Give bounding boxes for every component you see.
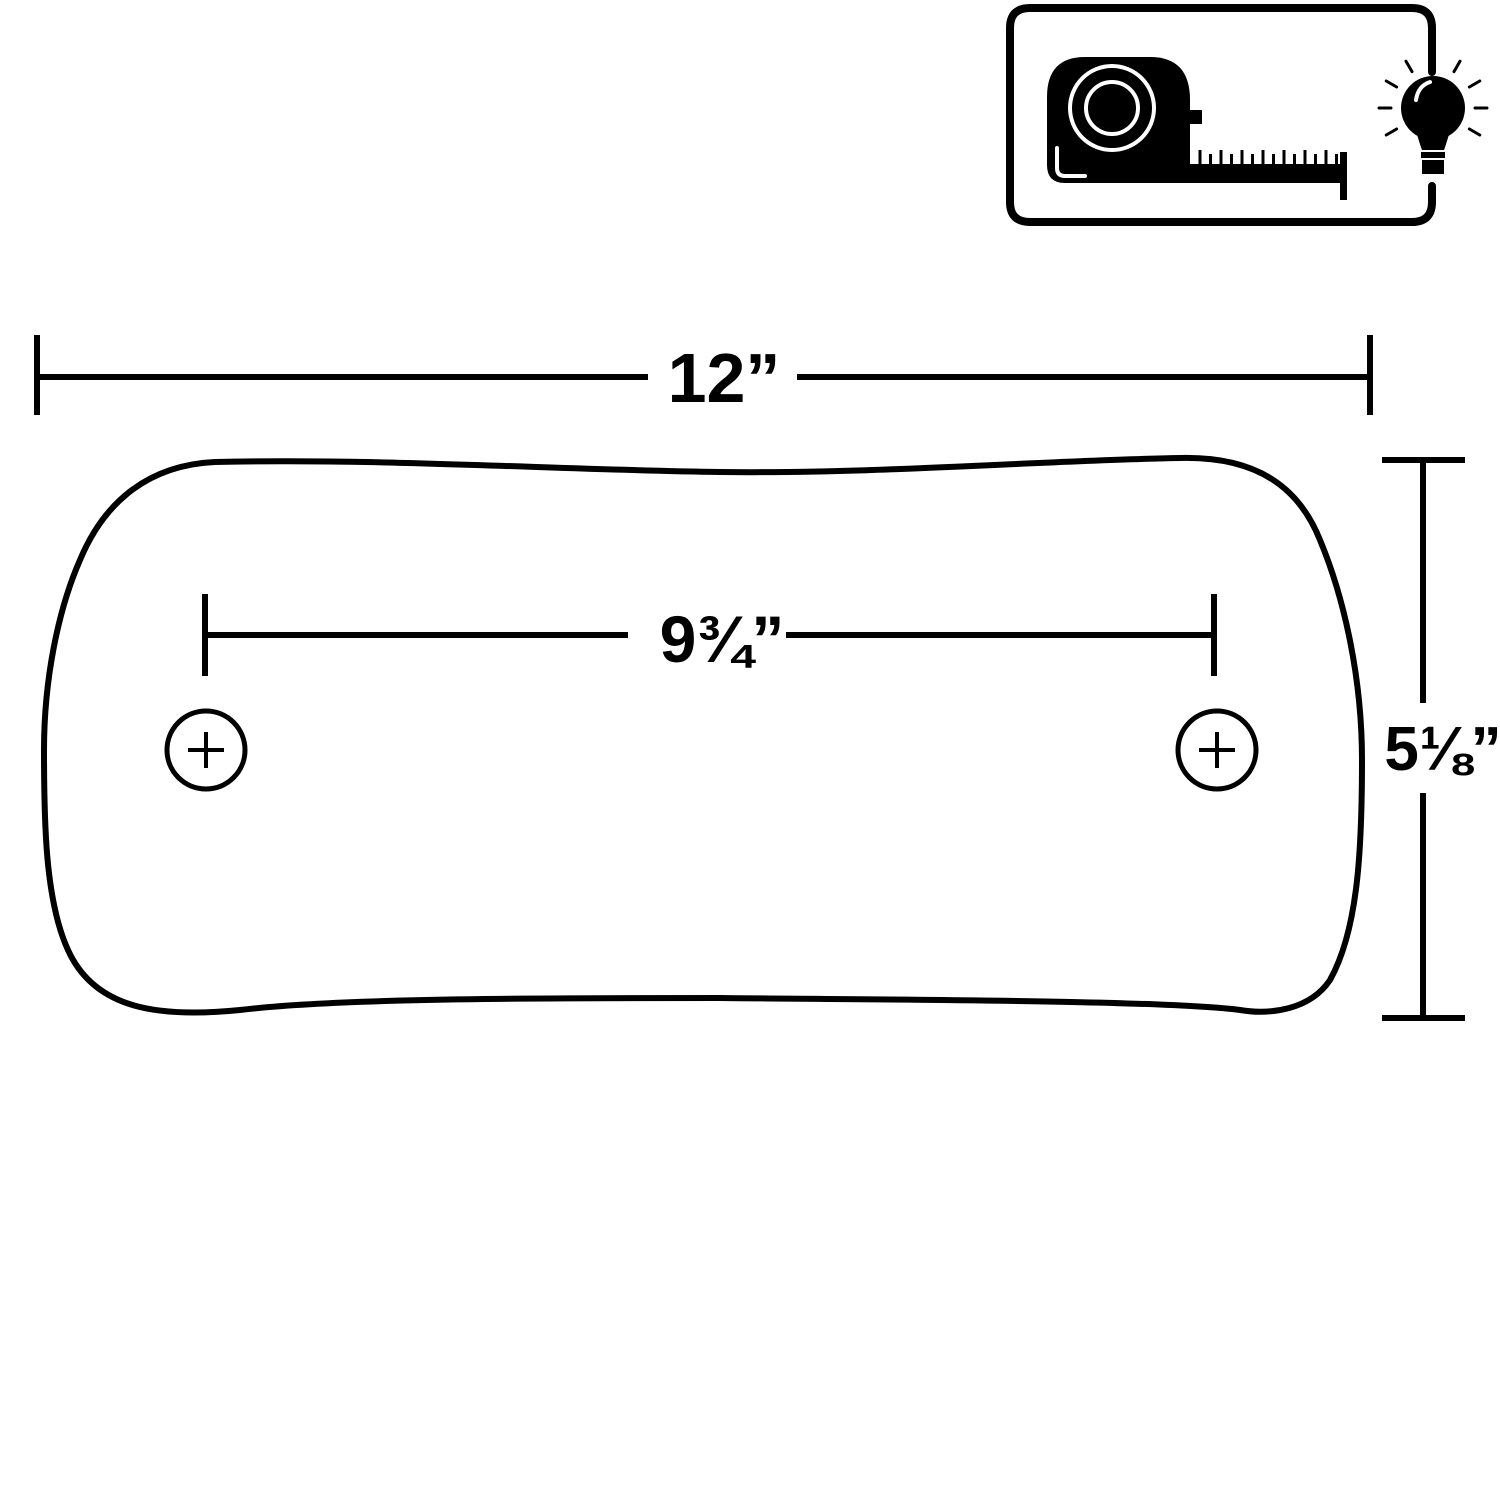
height-label: 5⅛” — [1384, 715, 1500, 784]
bulb-ray — [1404, 59, 1414, 74]
hole-spacing-dimension — [202, 594, 1217, 676]
mounting-hole-right — [1175, 708, 1259, 792]
bulb-ray — [1467, 127, 1482, 137]
hole-spacing-label: 9¾” — [660, 602, 785, 676]
tape-measure-icon — [1047, 57, 1347, 200]
tip-badge — [1006, 4, 1489, 226]
light-bulb-icon — [1377, 52, 1489, 174]
badge-frame — [1006, 4, 1436, 226]
width-dimension — [34, 335, 1373, 415]
width-label: 12” — [668, 339, 781, 417]
bulb-ray — [1384, 127, 1399, 137]
height-dimension — [1382, 457, 1465, 1021]
bulb-ray — [1467, 79, 1482, 89]
pad-outline — [41, 454, 1365, 1016]
bulb-ray — [1384, 79, 1399, 89]
mounting-hole-left — [164, 708, 248, 792]
bulb-ray — [1452, 59, 1462, 74]
